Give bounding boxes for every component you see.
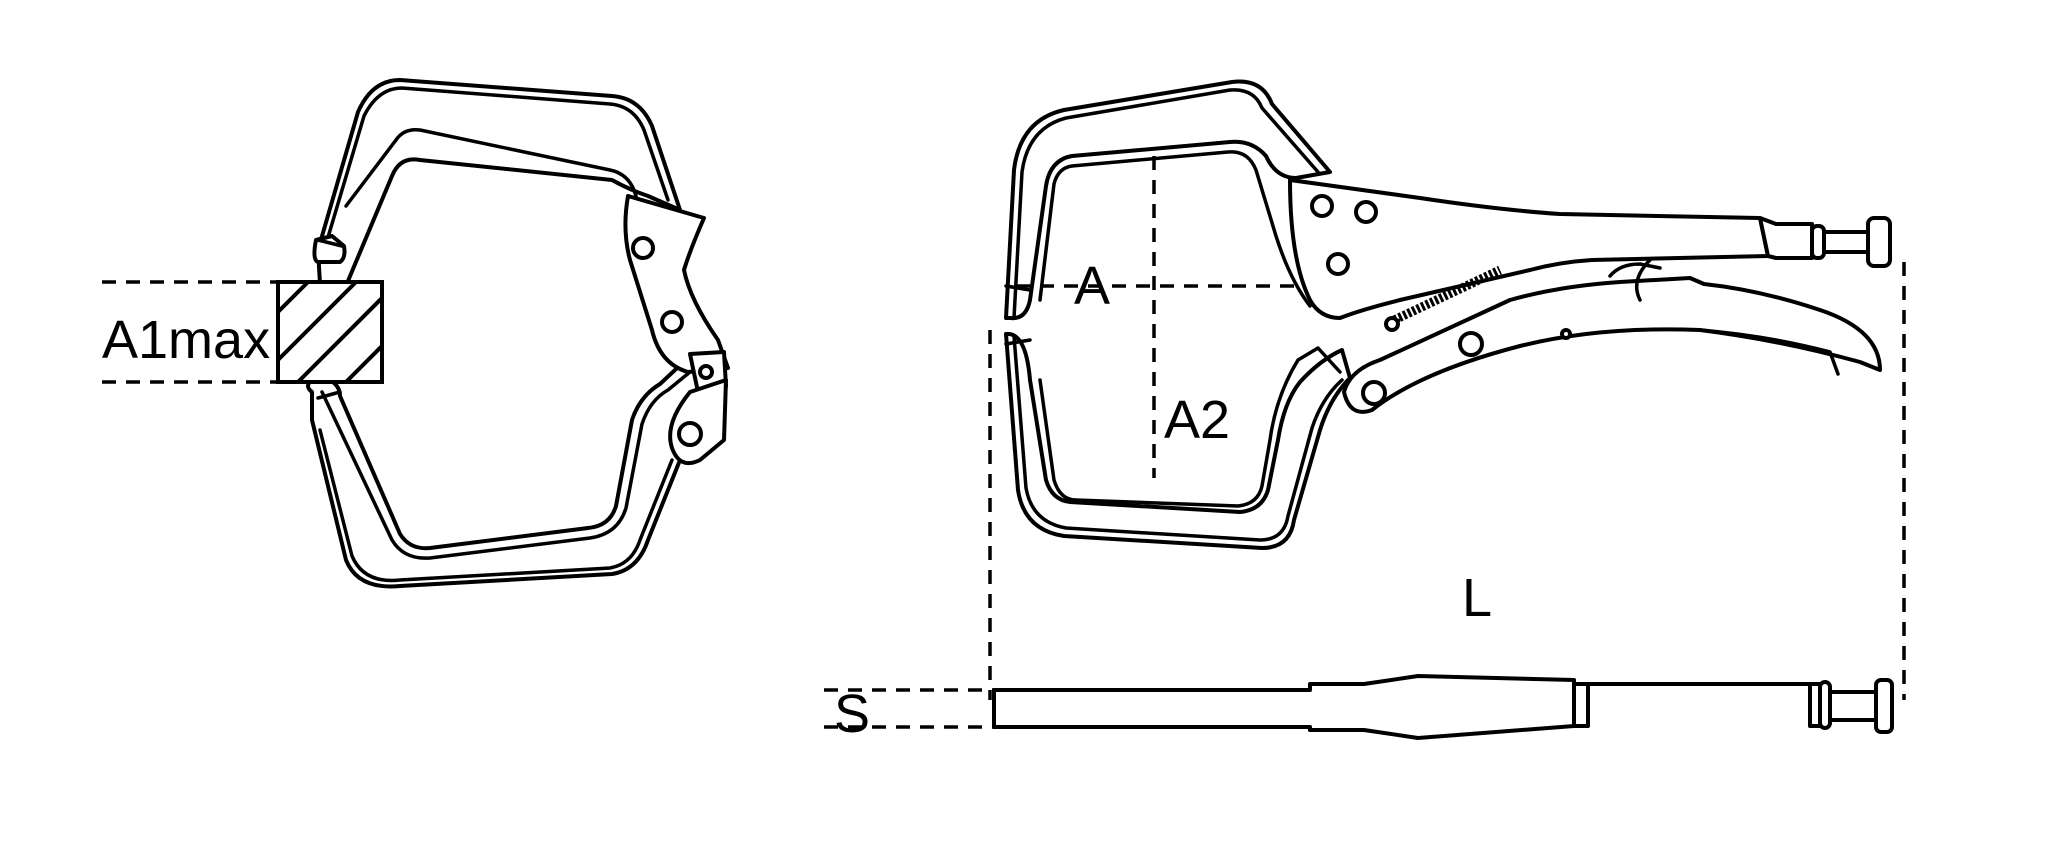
rivet-icon [1310, 194, 1334, 218]
rivet-icon [1354, 200, 1378, 224]
rivet-icon [677, 421, 703, 447]
rivet-icon [1458, 331, 1484, 357]
label-s: S [834, 684, 870, 744]
label-a: A [1074, 256, 1110, 316]
rivet-icon [1361, 380, 1387, 406]
hatch-pattern [278, 282, 382, 382]
workpiece-square [276, 280, 384, 384]
jaw-opening-view: A1max [102, 78, 730, 589]
adjusting-screw [1758, 216, 1892, 268]
rivet-icon [1560, 328, 1572, 340]
spring-icon [1388, 265, 1502, 327]
label-a1max: A1max [102, 310, 270, 370]
adjusting-screw [1818, 678, 1894, 734]
rivet-icon [1326, 252, 1350, 276]
rivet-icon [660, 310, 684, 334]
rivet-icon [631, 236, 655, 260]
label-a2: A2 [1164, 390, 1230, 450]
label-l: L [1462, 568, 1492, 628]
top-view: S [824, 674, 1894, 744]
side-view: A A2 L [988, 79, 1906, 700]
